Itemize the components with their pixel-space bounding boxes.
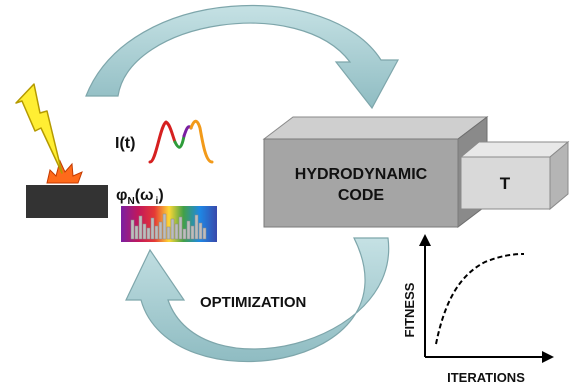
- bottom-curved-arrow: [125, 237, 390, 363]
- iterations-axis-label: ITERATIONS: [447, 370, 525, 385]
- code-label-line2: CODE: [338, 187, 385, 204]
- lightning-bolt-icon: [15, 83, 63, 174]
- box-front-face: [263, 138, 459, 228]
- x-axis-arrowhead: [542, 351, 554, 363]
- impact-burst-icon: [46, 159, 83, 184]
- temperature-box: T: [459, 140, 570, 211]
- hydrodynamic-code-box: HYDRODYNAMIC CODE: [262, 115, 489, 229]
- pulse-waveform-icon: [148, 119, 214, 164]
- temperature-label: T: [500, 174, 511, 193]
- box-top-face: [262, 116, 489, 140]
- laser-target: [15, 83, 108, 218]
- optimization-label: OPTIMIZATION: [200, 294, 306, 311]
- fitness-axis-label: FITNESS: [402, 282, 417, 337]
- fitness-curve: [435, 253, 525, 345]
- intensity-label: I(t): [115, 135, 135, 152]
- y-axis-arrowhead: [419, 234, 431, 246]
- code-label-line1: HYDRODYNAMIC: [295, 166, 428, 183]
- top-curved-arrow: [85, 5, 400, 110]
- target-block: [26, 185, 108, 218]
- fitness-plot: FITNESS ITERATIONS: [402, 234, 554, 385]
- svg-text:φN(ωi): φN(ωi): [116, 187, 164, 207]
- phase-spectrum-icon: [121, 206, 217, 242]
